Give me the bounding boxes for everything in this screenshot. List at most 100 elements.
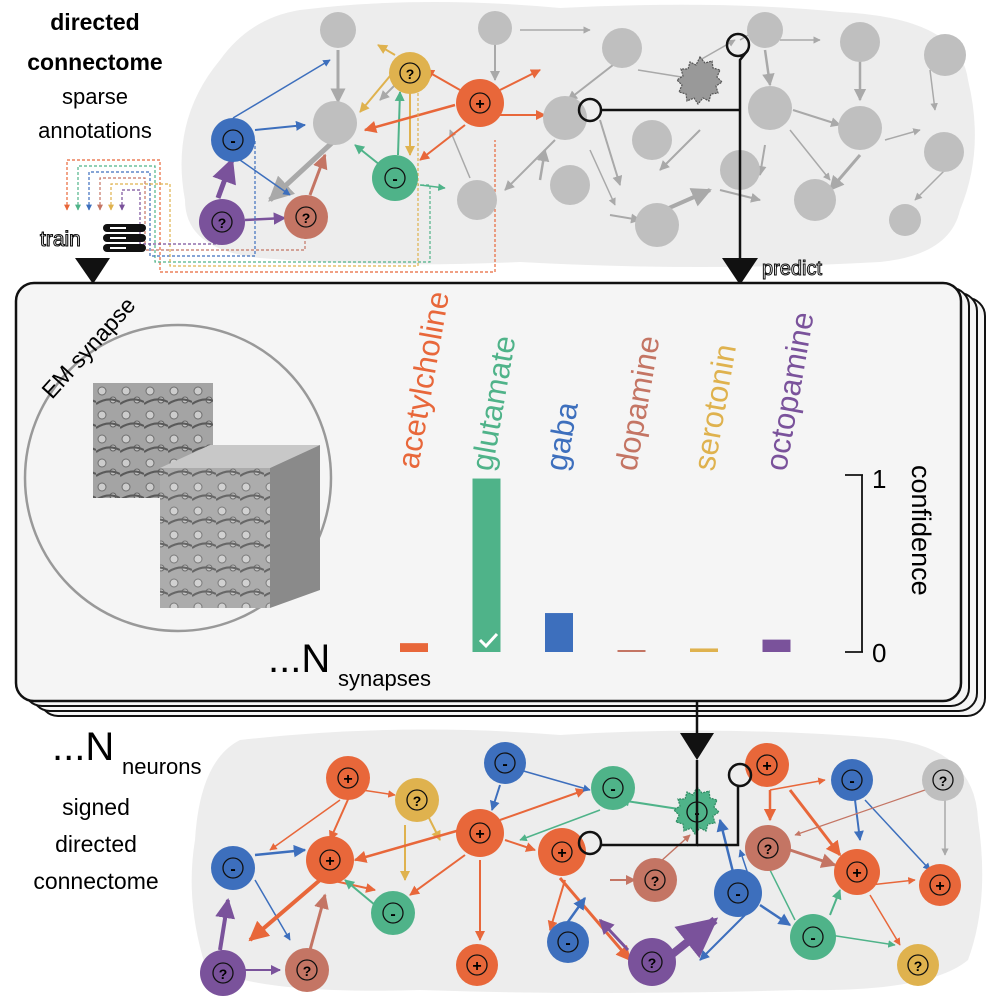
n-synapses-subscript: synapses	[338, 666, 431, 691]
neuron-gaba: -	[547, 921, 589, 963]
svg-text:-: -	[230, 133, 235, 150]
neuron-glutamate: -	[591, 766, 635, 810]
svg-text:?: ?	[303, 963, 312, 979]
em-synapse-circle	[23, 323, 333, 633]
neuron-acetylcholine: +	[306, 836, 354, 884]
neuron-serotonin: ?	[389, 52, 431, 94]
neuron-acetylcholine: +	[834, 849, 880, 895]
svg-text:?: ?	[651, 873, 660, 889]
label-sparse: sparse	[62, 84, 128, 109]
svg-text:?: ?	[413, 793, 422, 809]
svg-text:+: +	[762, 758, 771, 775]
neuron-dopamine: ?	[285, 948, 329, 992]
svg-text:?: ?	[218, 215, 227, 231]
neuron-unknown-gray: ?	[922, 759, 964, 801]
neuron-acetylcholine: +	[456, 79, 504, 127]
svg-text:?: ?	[302, 210, 311, 226]
bar-serotonin	[690, 648, 718, 652]
neuron-gaba: -	[211, 118, 255, 162]
neuron-gaba: -	[484, 742, 526, 784]
svg-text:?: ?	[648, 955, 657, 971]
train-arrowhead	[75, 258, 110, 284]
output-arrowhead	[680, 733, 714, 760]
confidence-axis-label: confidence	[906, 465, 936, 596]
neuron-serotonin: ?	[897, 944, 939, 986]
neuron-dopamine: ?	[745, 825, 791, 871]
n-neurons-label: ...N	[52, 725, 114, 769]
svg-text:+: +	[935, 878, 944, 895]
svg-text:+: +	[343, 771, 352, 788]
neuron-octopamine: ?	[199, 199, 245, 245]
svg-text:-: -	[735, 886, 740, 903]
predicted-checkmark-icon	[478, 632, 499, 649]
svg-text:?: ?	[219, 966, 228, 982]
n-synapses-label: ...N	[268, 637, 330, 681]
bar-acetylcholine	[400, 643, 428, 652]
label-signed: signed	[62, 794, 130, 820]
n-neurons-subscript: neurons	[122, 754, 202, 779]
neuron-dopamine: ?	[284, 195, 328, 239]
neuron-glutamate: -	[372, 155, 418, 201]
predict-connector	[577, 32, 751, 270]
neuron-glutamate: -	[790, 914, 836, 960]
svg-text:+: +	[557, 845, 566, 862]
neuron-acetylcholine: +	[456, 809, 504, 857]
svg-text:?: ?	[764, 841, 773, 857]
predict-arrowhead	[722, 258, 758, 285]
neuron-dopamine: ?	[633, 858, 677, 902]
neuron-acetylcholine: +	[456, 944, 498, 986]
neuron-acetylcholine: +	[745, 743, 789, 787]
svg-text:?: ?	[939, 773, 948, 789]
top-network-unannotated-neurons	[313, 11, 966, 247]
svg-text:?: ?	[406, 66, 415, 82]
svg-text:-: -	[230, 861, 235, 878]
neuron-acetylcholine: +	[919, 864, 961, 906]
bar-gaba	[545, 613, 573, 652]
svg-text:+: +	[325, 853, 334, 870]
bottom-network-edges	[215, 769, 949, 975]
bar-dopamine	[617, 650, 646, 652]
top-network-annotated-neurons: - ? + - ? ?	[199, 52, 504, 245]
bottom-query-connector	[577, 760, 753, 856]
neuron-gaba: -	[714, 869, 762, 917]
em-volume-image	[93, 383, 320, 608]
title-connectome: connectome	[27, 49, 162, 75]
database-icon	[103, 224, 146, 252]
svg-text:+: +	[475, 96, 484, 113]
svg-text:+: +	[852, 865, 861, 882]
svg-text:?: ?	[914, 958, 923, 974]
confidence-max-label: 1	[872, 464, 886, 494]
label-directed: directed	[55, 831, 137, 857]
label-predict: predict	[762, 258, 822, 280]
svg-text:-: -	[810, 930, 815, 947]
confidence-min-label: 0	[872, 638, 886, 668]
neuron-octopamine: ?	[200, 950, 246, 996]
neuron-acetylcholine: +	[326, 756, 370, 800]
label-train: train	[40, 228, 81, 251]
neuron-glutamate: -	[371, 891, 415, 935]
neuron-gaba: -	[211, 846, 255, 890]
svg-text:-: -	[849, 773, 854, 790]
confidence-bars	[400, 478, 791, 652]
svg-text:-: -	[610, 781, 615, 798]
annotation-dashed-lines	[64, 90, 496, 273]
neuron-acetylcholine: +	[538, 828, 586, 876]
query-neuron-top-icon	[676, 55, 723, 106]
svg-text:-: -	[502, 756, 507, 773]
top-network-colored-edges	[212, 44, 546, 225]
svg-text:+: +	[475, 826, 484, 843]
confidence-scale	[845, 474, 863, 653]
label-annotations: annotations	[38, 118, 152, 143]
neuron-gaba: -	[831, 759, 873, 801]
svg-text:+: +	[472, 958, 481, 975]
svg-text:-: -	[392, 171, 397, 188]
neuron-serotonin: ?	[395, 778, 439, 822]
neuron-octopamine: ?	[628, 938, 676, 986]
bar-glutamate	[472, 478, 501, 652]
svg-text:-: -	[565, 935, 570, 952]
label-connectome-bottom: connectome	[33, 868, 158, 894]
bar-octopamine	[762, 639, 791, 652]
svg-text:-: -	[390, 906, 395, 923]
top-network-gray-edges	[268, 26, 946, 224]
